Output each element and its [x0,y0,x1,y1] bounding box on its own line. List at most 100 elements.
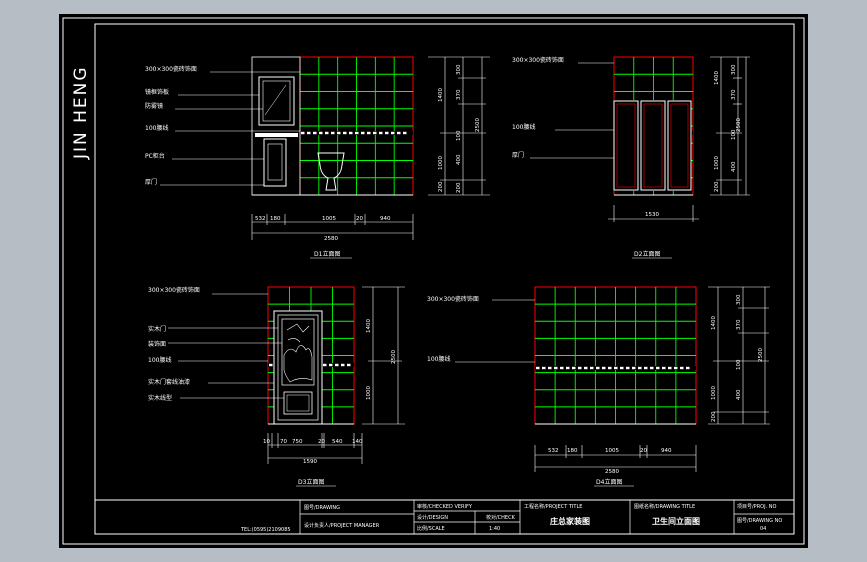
d2-dim-bottom: 1530 [645,212,659,218]
d2-dim-inner-2: 370 [731,89,737,100]
d3-tiles-waist-dash [269,363,273,367]
d4-dim-right-2: 1000 [711,386,717,400]
d1-tiles-waist-dash [349,131,353,135]
d2-door-leaf-3-inner [670,103,689,188]
d3-caption: D3立面图 [298,478,324,486]
d1-dim-right-3: 200 [438,181,444,192]
d2-dim-inner-1: 300 [731,64,737,75]
elevation-d2: 300×300瓷砖饰面 100腰线 厚门 1530 1400 1000 200 … [512,56,750,259]
d1-tiles-waist-dash [343,131,347,135]
d1-label-mirror: 防雾镜 [145,102,163,110]
tb-drawing-no: 图号/DRAWING [304,505,340,511]
tb-checked: 审核/CHECKED VERIFY [417,503,473,510]
tb-project-title: 庄总家装图 [550,516,590,526]
d4-tiles-waist-dash [674,366,678,370]
d1-label-counter: PC柜台 [145,152,165,160]
d3-dim-right-2: 1000 [366,386,372,400]
d2-dim-right-2: 1000 [714,156,720,170]
d3-right-dim-lines [362,286,405,425]
d3-dim-bottom-1: 10 [263,439,270,445]
d4-leader-lines [455,299,535,363]
d3-tiles-waist-dash [323,363,327,367]
d1-tile-grid [300,57,413,195]
d2-label-door: 厚门 [512,151,524,159]
d4-tiles-waist-dash [644,366,648,370]
d4-tiles-waist-dash [542,366,546,370]
d1-dim-right-total: 2500 [475,118,481,132]
d1-label-door: 厚门 [145,178,157,186]
d4-tiles-waist-dash [536,366,540,370]
d4-tiles-waist-dash [650,366,654,370]
d2-bottom-dim-lines [608,205,699,222]
d2-door-backing [614,100,691,191]
d3-tiles-waist-dash [329,363,333,367]
d4-tiles-waist-dash [626,366,630,370]
d1-dim-right-2: 1000 [438,156,444,170]
d4-tiles-waist-dash [596,366,600,370]
d4-tiles-waist-dash [602,366,606,370]
d3-door-lower-inner [286,394,310,412]
d2-dim-right-total: 2500 [736,118,742,132]
d4-dim-inner-2: 370 [736,319,742,330]
d3-label-door: 实木门 [148,325,166,333]
elevation-d3: 300×300瓷砖饰面 实木门 装饰面 100腰线 实木门套线油漆 实木线型 1… [148,286,405,487]
d3-dim-total: 1590 [303,459,317,465]
d4-tiles-waist-dash [638,366,642,370]
d1-tiles-waist-dash [391,131,395,135]
d3-dim-bottom-2: 70 [280,439,287,445]
d1-tiles-waist-dash [373,131,377,135]
d2-dim-right-3: 200 [714,181,720,192]
d4-dim-total: 2580 [605,469,619,475]
d2-leader-lines [530,62,614,159]
d4-tiles-waist-dash [668,366,672,370]
d1-dim-inner-3: 400 [456,154,462,165]
d4-tiles-waist-dash [566,366,570,370]
tb-drawing-title: 卫生间立面图 [652,516,700,526]
d4-tiles-waist-dash [560,366,564,370]
d1-dim-bottom-4: 20 [356,216,363,222]
d4-tiles-waist-dash [686,366,690,370]
d1-tiles-waist-dash [385,131,389,135]
d4-tiles-waist-dash [554,366,558,370]
d3-tiles-waist-dash [347,363,351,367]
d4-dim-inner-3: 100 [736,359,742,370]
d2-door-leaf-3 [667,100,692,191]
d3-bottom-dim-lines [267,433,363,464]
tb-proj-no: 项目号/PROJ. NO [737,504,777,510]
d1-mirror-frame [258,76,295,126]
d1-tiles-waist-dash [313,131,317,135]
d1-counter-top [255,133,298,137]
d1-cabinet-door [263,138,287,187]
d3-door-glass-panel [281,318,315,386]
d2-label-waist-line: 100腰线 [512,123,535,131]
d1-dim-inner-1: 300 [456,64,462,75]
d3-label-waist-line: 100腰线 [148,356,171,364]
d3-dim-bottom-6: 140 [352,439,363,445]
d1-tiles-waist-dash [337,131,341,135]
d1-dim-bottom-5: 940 [380,216,391,222]
d1-bottom-dim-lines [251,214,414,240]
d1-label-mirror-frame: 镜框饰板 [145,88,169,96]
d2-right-dim-lines [710,56,750,196]
d3-dim-bottom-5: 540 [332,439,343,445]
d1-tiles-waist-dash [331,131,335,135]
d1-tiles-waist-dash [367,131,371,135]
d4-tiles-waist-dash [620,366,624,370]
d4-dim-bottom-4: 20 [640,448,647,454]
d1-toilet [317,152,345,191]
d4-caption: D4立面图 [596,478,622,486]
d3-dim-right-1: 1400 [366,319,372,333]
d3-dim-bottom-3: 750 [292,439,303,445]
d3-label-door-trim: 实木门套线油漆 [148,378,190,386]
tb-scale-value: 1:40 [489,526,500,532]
d1-tiles-waist-dash [355,131,359,135]
d1-tiles-waist-dash [397,131,401,135]
d1-tiles-waist-dash [319,131,323,135]
d4-dim-inner-4: 400 [736,389,742,400]
d4-label-tile: 300×300瓷砖饰面 [427,295,479,303]
d4-tiles-waist-dash [608,366,612,370]
d4-dim-bottom-3: 1005 [605,448,619,454]
d2-dim-inner-3: 100 [731,129,737,140]
d1-label-tile: 300×300瓷砖饰面 [145,65,197,73]
